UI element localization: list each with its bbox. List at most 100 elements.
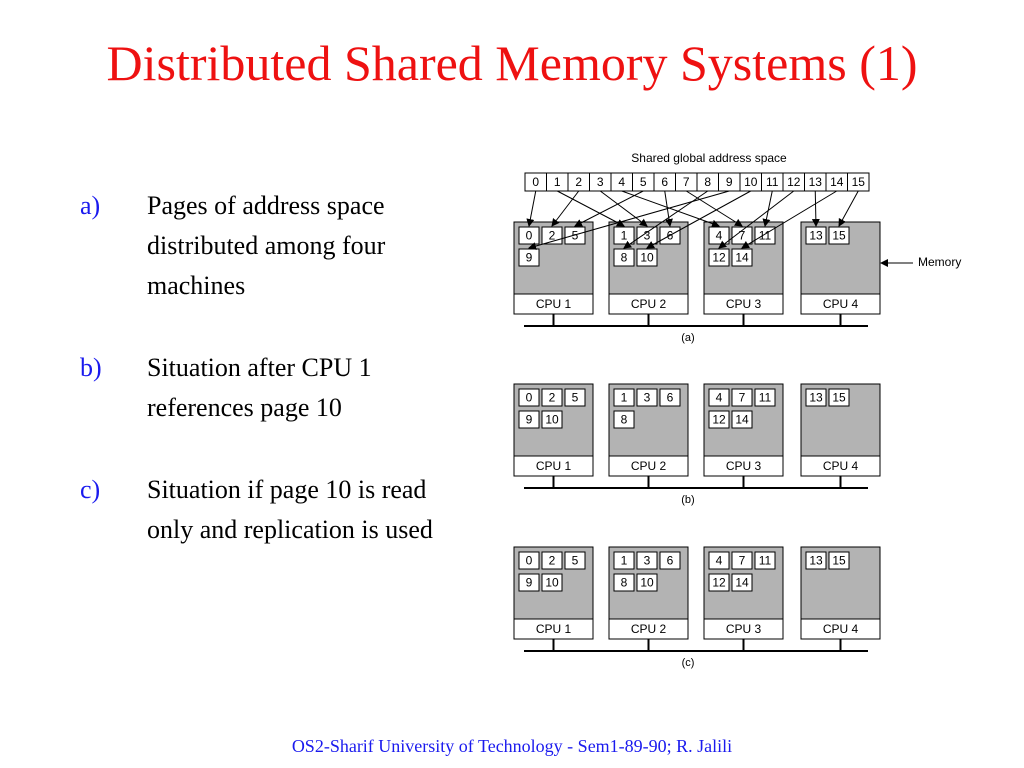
page-box (754, 551, 776, 570)
page-box (708, 248, 730, 267)
page-label: 10 (545, 576, 559, 590)
page-box (708, 551, 730, 570)
page-box (805, 388, 827, 407)
page-label: 4 (716, 229, 723, 243)
page-box (564, 551, 586, 570)
page-box (518, 573, 540, 592)
mapping-arrow (528, 190, 730, 250)
bullet-marker: b) (80, 353, 102, 382)
page-box (731, 410, 753, 429)
page-label: 1 (621, 554, 628, 568)
page-label: 2 (549, 391, 556, 405)
address-page-cell: 4 (610, 172, 633, 192)
page-box (708, 410, 730, 429)
page-box (754, 388, 776, 407)
page-label: 6 (667, 554, 674, 568)
bullet-text: Situation after CPU 1 references page 10 (147, 353, 372, 422)
bullet-item-a: a) Pages of address space distributed am… (80, 186, 450, 306)
address-page-label: 7 (683, 175, 690, 189)
address-page-label: 9 (726, 175, 733, 189)
page-cell: 4 (708, 226, 730, 245)
page-cell: 12 (708, 410, 730, 429)
page-label: 15 (832, 229, 846, 243)
page-label: 5 (572, 391, 579, 405)
bullet-item-b: b) Situation after CPU 1 references page… (80, 348, 450, 428)
page-label: 4 (716, 391, 723, 405)
mapping-arrow (551, 190, 580, 227)
page-cell: 12 (708, 248, 730, 267)
page-label: 9 (526, 576, 533, 590)
address-page-cell: 12 (782, 172, 805, 192)
page-cell: 11 (754, 551, 776, 570)
bullet-list: a) Pages of address space distributed am… (80, 186, 450, 592)
page-label: 11 (759, 554, 772, 568)
mapping-arrow (623, 190, 709, 249)
address-page-cell: 15 (847, 172, 870, 192)
page-box (805, 226, 827, 245)
address-page-cell: 13 (804, 172, 827, 192)
page-box (708, 573, 730, 592)
address-page-cell: 8 (696, 172, 719, 192)
bullet-marker: a) (80, 191, 101, 220)
address-page-label: 11 (766, 175, 779, 189)
address-page-label: 3 (597, 175, 604, 189)
panel-caption: (c) (682, 657, 695, 669)
mapping-arrow (741, 190, 838, 249)
page-box (541, 551, 563, 570)
address-page-label: 6 (661, 175, 668, 189)
cpu-label: CPU 1 (536, 459, 572, 473)
address-page-cell: 11 (761, 172, 784, 192)
page-label: 11 (759, 229, 772, 243)
slide-title: Distributed Shared Memory Systems (1) (106, 35, 918, 91)
page-label: 5 (572, 229, 579, 243)
address-page-label: 1 (554, 175, 561, 189)
page-label: 15 (832, 554, 846, 568)
page-label: 3 (644, 229, 651, 243)
page-cell: 1 (613, 226, 635, 245)
page-cell: 10 (541, 573, 563, 592)
page-box (636, 551, 658, 570)
page-cell: 2 (541, 388, 563, 407)
page-cell: 15 (828, 226, 850, 245)
page-label: 13 (809, 554, 823, 568)
bullet-text: Pages of address space distributed among… (147, 191, 386, 300)
page-label: 14 (735, 251, 749, 265)
page-box (636, 388, 658, 407)
cpu-label: CPU 2 (631, 459, 667, 473)
address-space-label: Shared global address space (631, 151, 787, 165)
page-label: 14 (735, 413, 749, 427)
address-page-label: 2 (575, 175, 582, 189)
page-label: 8 (621, 413, 628, 427)
page-box (541, 573, 563, 592)
page-cell: 9 (518, 573, 540, 592)
mapping-arrow (599, 190, 648, 227)
page-cell: 11 (754, 388, 776, 407)
address-page-cell: 5 (632, 172, 655, 192)
page-label: 15 (832, 391, 846, 405)
page-label: 8 (621, 251, 628, 265)
address-page-label: 12 (787, 175, 801, 189)
address-page-label: 15 (852, 175, 866, 189)
bullet-item-c: c) Situation if page 10 is read only and… (80, 470, 450, 550)
page-label: 7 (739, 391, 746, 405)
page-label: 3 (644, 554, 651, 568)
page-cell: 15 (828, 551, 850, 570)
mapping-arrow (574, 190, 644, 227)
page-cell: 15 (828, 388, 850, 407)
cpu-label: CPU 4 (823, 459, 859, 473)
page-cell: 1 (613, 551, 635, 570)
mapping-arrow (685, 190, 743, 227)
page-cell: 9 (518, 248, 540, 267)
page-label: 7 (739, 229, 746, 243)
page-box (636, 573, 658, 592)
cpu-label: CPU 1 (536, 622, 572, 636)
page-label: 0 (526, 391, 533, 405)
page-box (708, 388, 730, 407)
